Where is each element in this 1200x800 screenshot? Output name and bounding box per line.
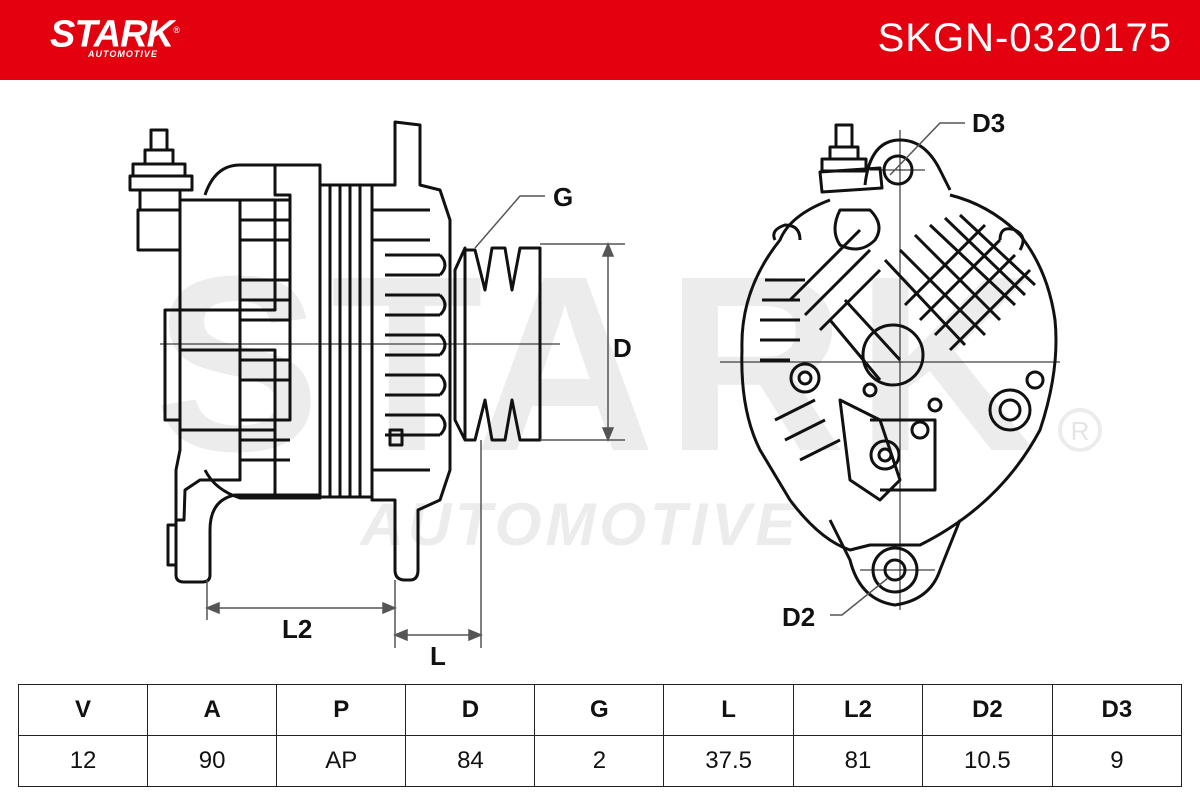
- watermark-registered-icon: [1058, 408, 1102, 452]
- label-l: L: [430, 641, 446, 671]
- brand-subtitle: AUTOMOTIVE: [88, 48, 158, 59]
- watermark-subtext: AUTOMOTIVE: [359, 491, 800, 558]
- spec-header: L2: [792, 684, 924, 736]
- spec-header: D: [405, 684, 536, 736]
- watermark: STARK AUTOMOTIVE R: [154, 224, 1102, 558]
- spec-header: D2: [922, 684, 1053, 736]
- dimension-d: D: [540, 242, 632, 442]
- spec-value: 9: [1051, 735, 1183, 787]
- dimension-d2: D2: [782, 577, 889, 632]
- header-bar: STARK® AUTOMOTIVE SKGN-0320175: [0, 0, 1200, 80]
- alternator-rear-view: [740, 123, 1058, 607]
- spec-value: 2: [534, 735, 665, 787]
- spec-header: D3: [1051, 684, 1183, 736]
- dimension-l2: L2: [205, 580, 397, 648]
- alternator-side-view: [128, 120, 542, 584]
- specs-header-row: V A P D G L L2 D2 D3: [17, 684, 1183, 736]
- spec-header: L: [663, 684, 794, 736]
- part-number: SKGN-0320175: [877, 16, 1172, 60]
- spec-header: V: [17, 684, 149, 736]
- specs-table: V A P D G L L2 D2 D3 12 90 AP 84 2 37.5 …: [17, 684, 1183, 787]
- spec-value: 84: [405, 735, 536, 787]
- spec-header: P: [276, 684, 407, 736]
- spec-value: 90: [147, 735, 278, 787]
- label-d2: D2: [782, 602, 815, 632]
- label-l2: L2: [282, 614, 312, 644]
- brand-name: STARK: [50, 13, 174, 56]
- label-d3: D3: [972, 108, 1005, 138]
- spec-value: 81: [792, 735, 924, 787]
- spec-header: A: [147, 684, 278, 736]
- registered-icon: ®: [173, 25, 180, 35]
- dimension-g: G: [474, 182, 573, 249]
- spec-value: 12: [17, 735, 149, 787]
- technical-drawing: STARK AUTOMOTIVE R: [128, 108, 1102, 671]
- dimension-d3: D3: [889, 108, 1005, 176]
- spec-header: G: [534, 684, 665, 736]
- spec-value: 37.5: [663, 735, 794, 787]
- spec-value: AP: [276, 735, 407, 787]
- specs-value-row: 12 90 AP 84 2 37.5 81 10.5 9: [17, 735, 1183, 787]
- dimension-l: L: [393, 440, 483, 671]
- spec-value: 10.5: [922, 735, 1053, 787]
- stark-logo: STARK® AUTOMOTIVE: [50, 10, 180, 59]
- label-d: D: [613, 333, 632, 363]
- watermark-text: STARK: [154, 224, 1047, 503]
- label-g: G: [553, 182, 573, 212]
- svg-text:R: R: [1071, 416, 1090, 446]
